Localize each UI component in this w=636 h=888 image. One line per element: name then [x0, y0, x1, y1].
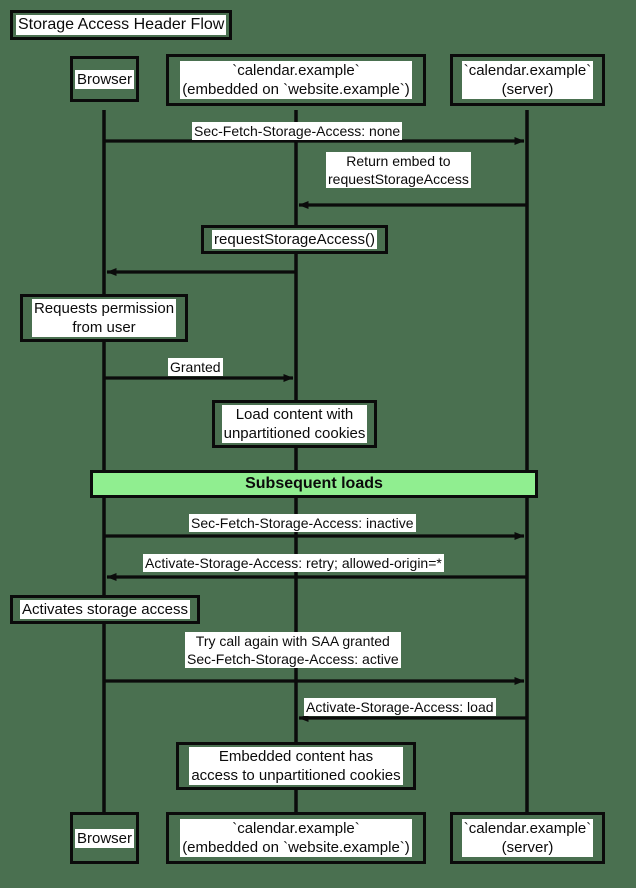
- note-activates-storage-access: Activates storage access: [10, 595, 200, 624]
- divider-subsequent-loads: Subsequent loads: [90, 470, 538, 498]
- participant-browser-bottom[interactable]: Browser: [70, 812, 139, 864]
- divider-subsequent-loads-label: Subsequent loads: [245, 475, 383, 492]
- diagram-title-box: Storage Access Header Flow: [10, 10, 233, 40]
- participant-server-bottom[interactable]: `calendar.example` (server): [450, 812, 605, 864]
- participant-server-bottom-label: `calendar.example` (server): [461, 819, 594, 857]
- participant-embed-bottom[interactable]: `calendar.example` (embedded on `website…: [166, 812, 426, 864]
- message-label-m1: Sec-Fetch-Storage-Access: none: [192, 122, 403, 140]
- participant-embed-top[interactable]: `calendar.example` (embedded on `website…: [166, 54, 426, 106]
- participant-embed-top-label: `calendar.example` (embedded on `website…: [180, 61, 412, 99]
- message-label-m7: Activate-Storage-Access: load: [304, 698, 496, 716]
- participant-server-top[interactable]: `calendar.example` (server): [450, 54, 605, 106]
- note-request-storage-access-text: requestStorageAccess(): [212, 230, 377, 249]
- message-label-m4: Sec-Fetch-Storage-Access: inactive: [189, 514, 416, 532]
- note-embedded-content-access: Embedded content has access to unpartiti…: [176, 742, 416, 790]
- participant-browser-top-label: Browser: [74, 69, 134, 89]
- note-embedded-content-access-text: Embedded content has access to unpartiti…: [189, 747, 403, 785]
- message-label-m3: Granted: [168, 358, 223, 376]
- participant-browser-top[interactable]: Browser: [70, 56, 139, 102]
- note-request-storage-access: requestStorageAccess(): [201, 225, 388, 254]
- note-load-content-text: Load content with unpartitioned cookies: [221, 405, 368, 443]
- participant-server-top-label: `calendar.example` (server): [461, 61, 594, 99]
- message-label-m6: Try call again with SAA granted Sec-Fetc…: [185, 632, 401, 668]
- diagram-title: Storage Access Header Flow: [16, 15, 227, 35]
- note-load-content: Load content with unpartitioned cookies: [212, 400, 377, 448]
- participant-embed-bottom-label: `calendar.example` (embedded on `website…: [180, 819, 412, 857]
- participant-browser-bottom-label: Browser: [74, 828, 134, 848]
- note-requests-permission-text: Requests permission from user: [31, 299, 177, 337]
- message-label-m2: Return embed to requestStorageAccess: [326, 152, 471, 188]
- note-requests-permission: Requests permission from user: [20, 294, 188, 342]
- message-label-m5: Activate-Storage-Access: retry; allowed-…: [143, 554, 444, 572]
- note-activates-storage-access-text: Activates storage access: [20, 600, 190, 619]
